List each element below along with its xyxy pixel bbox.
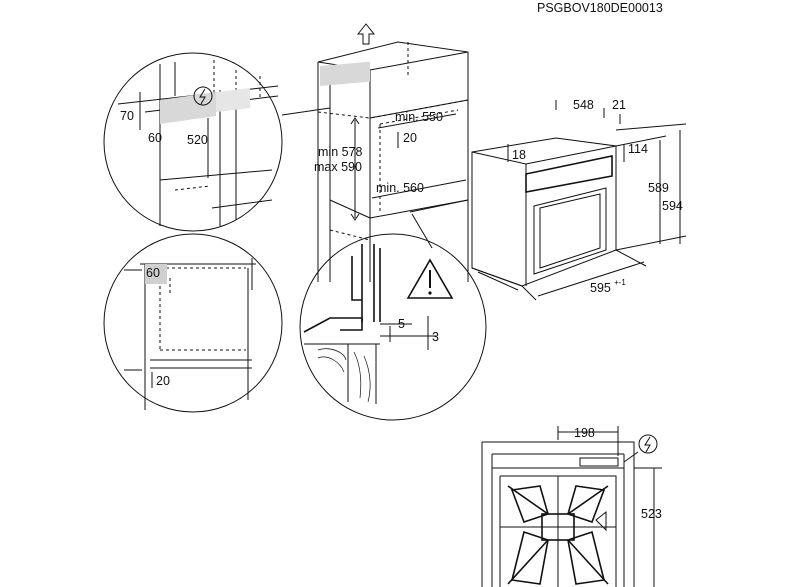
back-523-label: 523 xyxy=(641,507,662,521)
back-198-label: 198 xyxy=(574,426,595,440)
niche-height-min-label: min 578 xyxy=(318,145,363,159)
oven-back-view: 198 523 xyxy=(481,426,662,587)
detail-70-label: 70 xyxy=(120,109,134,123)
oven-height-594-label: 594 xyxy=(662,199,683,213)
document-code: PSGBOV180DE00013 xyxy=(537,1,663,15)
detail-3-label: 3 xyxy=(432,330,439,344)
cabinet-niche: min. 550 20 min 578 max 590 min. 560 xyxy=(281,23,469,282)
oven-unit: 548 21 18 114 589 594 595 +-1 xyxy=(471,98,687,301)
electrical-connection-icon xyxy=(193,86,213,106)
niche-height-max-label: max 590 xyxy=(314,160,362,174)
front-panel-height-label: 114 xyxy=(628,142,648,156)
detail-60-bottom-label: 60 xyxy=(146,266,160,280)
detail-top-circle: 70 60 520 xyxy=(103,52,283,232)
oven-height-589-label: 589 xyxy=(648,181,669,195)
oven-width-label: 595 xyxy=(590,281,611,295)
detail-20-label: 20 xyxy=(156,374,170,388)
electrical-connection-icon xyxy=(638,434,658,454)
top-gap-label: 18 xyxy=(512,148,526,162)
oven-width-tolerance-label: +-1 xyxy=(614,278,626,287)
detail-seal-circle: 5 3 xyxy=(299,233,487,421)
detail-5-label: 5 xyxy=(398,317,405,331)
niche-gap-label: 20 xyxy=(403,131,417,145)
front-offset-label: 21 xyxy=(612,98,626,112)
detail-bottom-circle: 60 20 xyxy=(103,233,283,413)
niche-width-label: min. 560 xyxy=(376,181,424,195)
niche-depth-label: min. 550 xyxy=(395,110,443,124)
warning-triangle-icon xyxy=(406,258,454,299)
cabinet-depth-label: 548 xyxy=(573,98,594,112)
detail-60-top-label: 60 xyxy=(148,131,162,145)
lift-arrow-icon xyxy=(356,23,376,45)
detail-520-label: 520 xyxy=(187,133,208,147)
